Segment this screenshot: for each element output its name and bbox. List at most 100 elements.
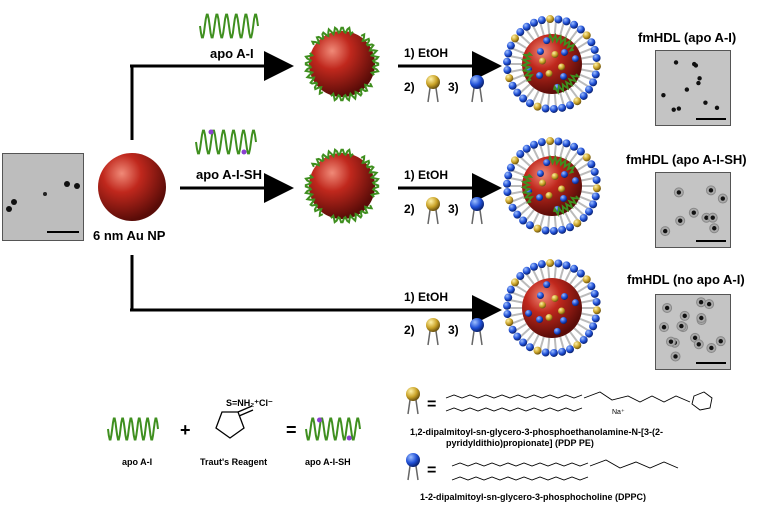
lipid-head [573,341,582,350]
dppc-step-icon-2-tail [479,209,483,225]
lipid-head [592,297,601,306]
tem-particle [692,335,698,341]
dppc-step-icon-3-tail [479,330,483,346]
surface-head [560,72,568,80]
lipid-head [519,94,528,103]
surface-head [560,316,568,324]
lipid-head [537,16,546,25]
tem-particle [679,323,684,329]
reaction-reactant-label: apo A-I [122,457,153,467]
branch3-step1: 1) EtOH [404,290,449,304]
tem2-micrograph [656,173,730,247]
product2-label: fmHDL (apo A-I-SH) [626,152,747,167]
lipid-head [516,28,525,37]
lipid-head [554,259,563,268]
lipid-head [503,179,512,188]
tem-particle [710,215,715,220]
lipid-head [562,17,571,26]
core-label: 6 nm Au NP [93,228,166,243]
lipid-head [529,140,538,149]
product3-label: fmHDL (no apo A-I) [627,272,745,287]
lipid-head [505,196,514,205]
tem-particle [676,106,682,111]
lipid-head [562,261,571,270]
tem-particle [706,301,712,307]
surface-head [536,194,544,202]
tem-particle [678,218,683,223]
lipid-head [506,285,515,294]
lipid-head [589,322,598,331]
tem-particle [664,305,670,311]
tem3-micrograph [656,295,730,369]
surface-head [536,316,544,324]
lipid-head [591,70,600,79]
lipid-head [525,99,534,108]
pdp-pe-step-icon-1-tail [427,87,431,103]
surface-head [551,294,559,302]
lipid-head [522,266,531,275]
branch1-step2: 2) [404,80,415,94]
lipid-head [504,49,513,58]
tem-particle [676,190,682,195]
reagent-label: Traut's Reagent [200,457,268,467]
reaction-equals: = [286,420,297,440]
tem-particle [673,354,678,359]
coated-helix [360,32,380,76]
tem-particle [712,226,717,231]
lipid-head [504,171,513,180]
lipid-head [546,259,555,268]
coated-helix [360,154,380,198]
fmhdl-core [522,156,582,216]
surface-head [571,299,579,307]
surface-head [536,292,544,300]
lipid-head [562,139,571,148]
lipid-head [546,15,555,24]
surface-head [560,170,568,178]
surface-head [538,179,546,187]
coated-particle-1 [304,26,380,102]
fmhdl-particle-3 [503,259,601,357]
lipid-head [570,142,579,151]
tem-particle [661,92,666,98]
surface-head [553,327,561,335]
dppc-headgroup [589,459,679,469]
lipid-head [591,192,600,201]
helix-product [305,417,361,441]
lipid-structures [445,391,713,481]
pdp-pe-step-icon-2 [426,197,440,225]
surface-head [560,48,568,56]
lipid-head [508,81,517,90]
tem-particle [714,105,720,111]
lipid-head [566,101,575,110]
lipid-head [592,53,601,62]
gold-nanoparticle-core [98,153,166,221]
coated-particle-core [309,31,375,97]
lipid-head [513,88,522,97]
lipid-head [587,38,596,47]
tem-background [656,51,730,125]
branch2-step1: 1) EtOH [404,168,449,182]
tem-image-core [2,153,84,241]
lipid-head [579,213,588,222]
lipid-head [510,156,519,165]
tem-particle [696,342,701,347]
lipid-head [558,347,567,356]
lipid-head [508,325,517,334]
lipid-head [510,34,519,43]
coated-helix [330,82,374,102]
pdp-headgroup [583,391,691,403]
surface-head [545,70,553,78]
lipid-head [570,20,579,29]
lipid-head [592,306,601,315]
lipid-head [541,348,550,357]
lipid-head [549,348,558,357]
surface-head [545,192,553,200]
pyridine-ring [691,391,713,411]
lipid-head [504,293,513,302]
legend-pdp-pe-icon-tail [407,399,411,415]
lipid-head [573,219,582,228]
tem-particle [718,338,723,344]
tem-particle [682,313,687,319]
tem-particle [720,196,726,201]
